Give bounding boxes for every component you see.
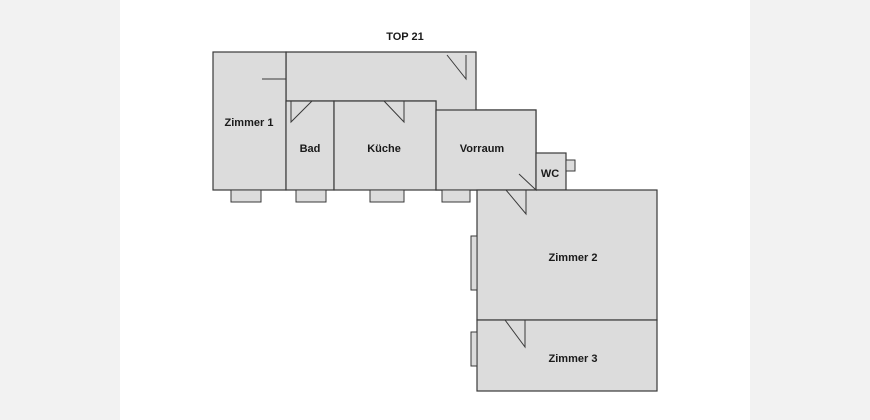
door-swing-zimmer-3 xyxy=(504,319,526,349)
window xyxy=(470,235,478,291)
label-zimmer-2: Zimmer 2 xyxy=(549,252,598,264)
room-zimmer-3 xyxy=(476,319,658,392)
room-wc xyxy=(535,152,567,191)
label-bad: Bad xyxy=(300,143,321,155)
label-wc: WC xyxy=(541,168,559,180)
plan-title: TOP 21 xyxy=(386,31,424,43)
door-swing-bad xyxy=(290,100,313,124)
room-zimmer-2 xyxy=(476,189,658,321)
label-vorraum: Vorraum xyxy=(460,143,505,155)
label-zimmer-1: Zimmer 1 xyxy=(225,117,274,129)
window xyxy=(295,189,327,203)
room-kueche xyxy=(333,100,437,191)
door-swing-kueche xyxy=(383,100,405,124)
window xyxy=(565,159,576,172)
window xyxy=(230,189,262,203)
door-swing-corridor xyxy=(446,54,467,81)
window xyxy=(441,189,471,203)
label-zimmer-3: Zimmer 3 xyxy=(549,353,598,365)
window xyxy=(369,189,405,203)
room-vorraum xyxy=(435,109,537,191)
room-zimmer-1 xyxy=(212,51,287,191)
door-swing-zimmer-1 xyxy=(262,78,287,101)
window xyxy=(470,331,478,367)
door-swing-wc xyxy=(518,168,537,192)
label-kueche: Küche xyxy=(367,143,401,155)
door-swing-zimmer-2 xyxy=(505,189,527,216)
